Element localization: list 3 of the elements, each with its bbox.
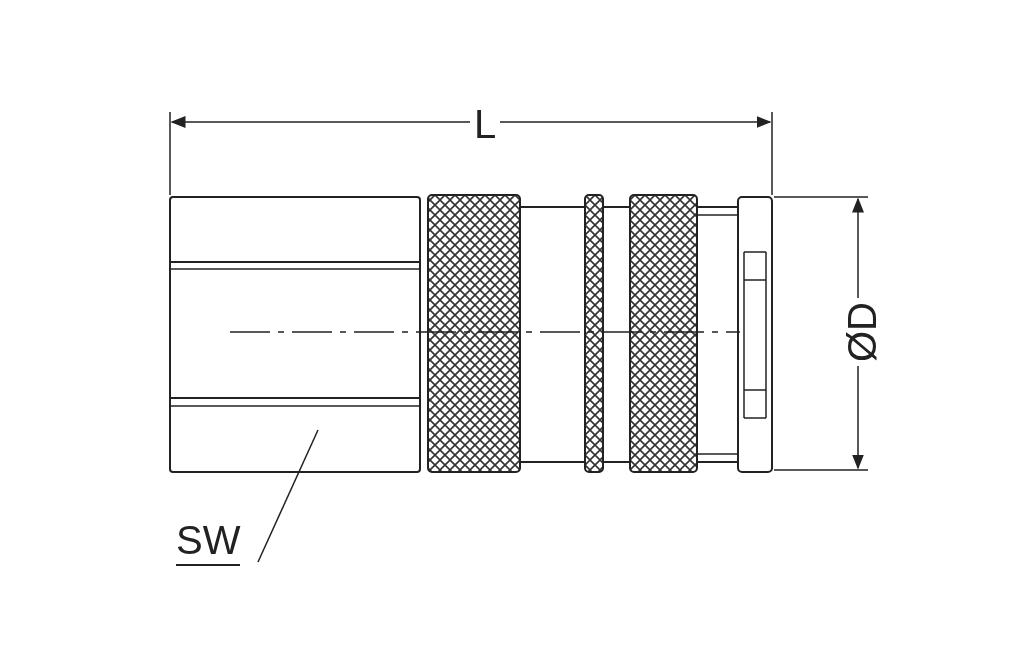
leader-line — [257, 429, 319, 563]
hex-body-drawing — [169, 196, 421, 473]
part-label: SW — [176, 520, 241, 566]
